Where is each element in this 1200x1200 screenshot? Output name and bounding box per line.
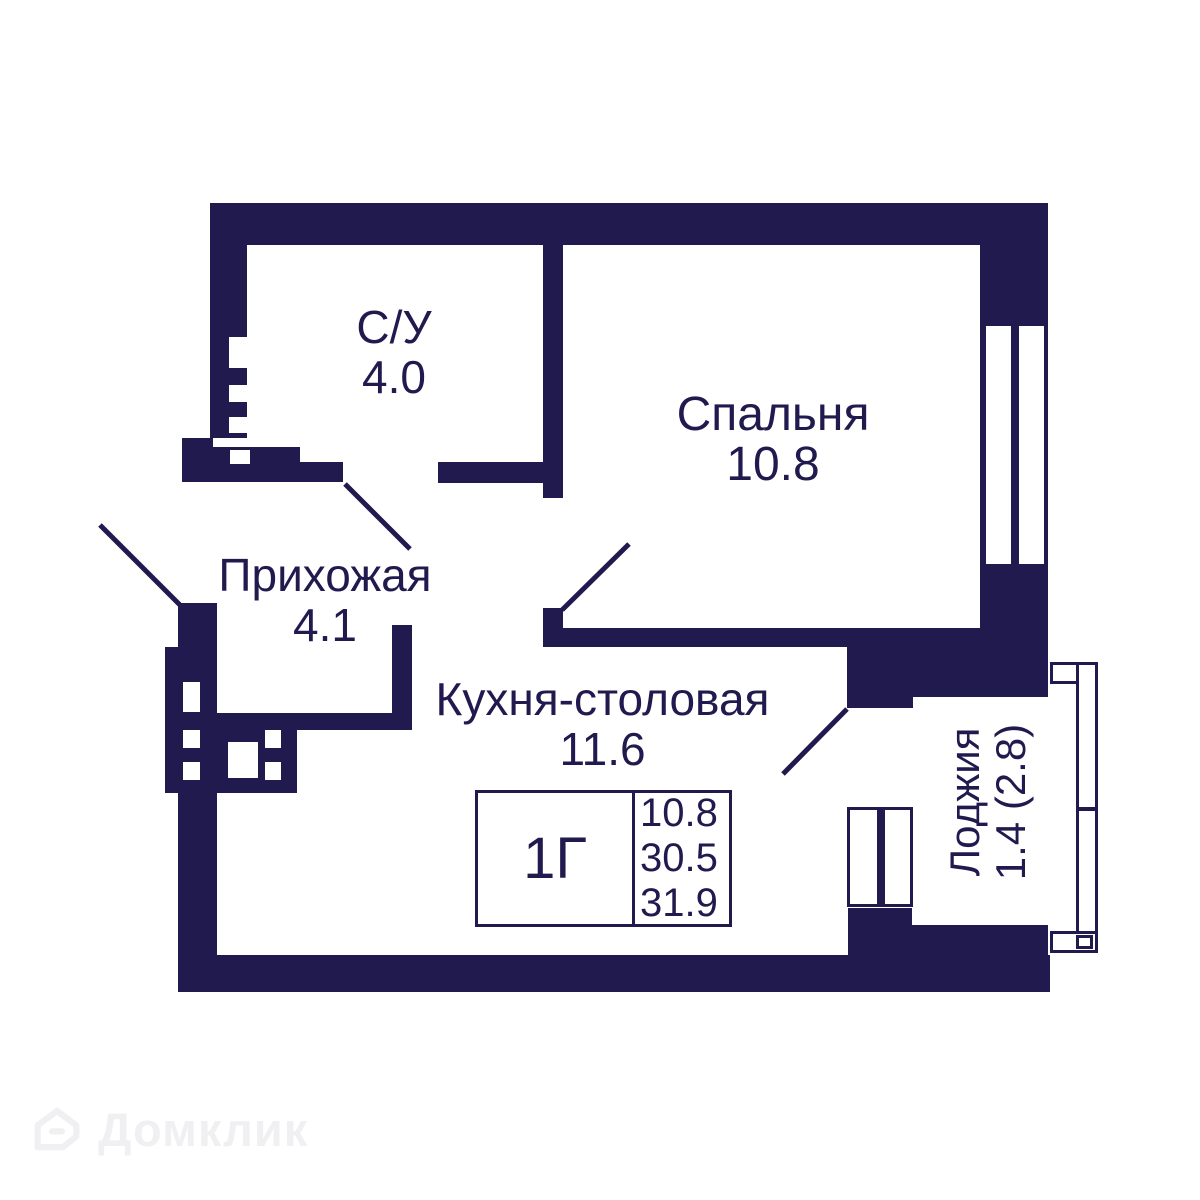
unit-area-total: 31.9 [640,881,718,925]
wall-bathroom-bottom-left-a [213,447,300,482]
bathroom-door-swing [343,482,412,551]
wall-kitchen-loggia-upper [847,697,913,708]
shaft-cutout [183,762,200,780]
watermark-brand: Домклик [98,1102,309,1156]
wall-bathroom-bedroom-divider [543,245,563,498]
loggia-railing-post [1076,935,1093,949]
window-mullion [1011,325,1019,565]
wall-bottom [178,955,1050,992]
window-mullion [877,809,885,905]
railing-divider [1078,807,1096,811]
room-area: 11.6 [559,723,646,775]
entrance-door-swing [98,523,182,607]
wall-kitchen-loggia-lower [848,908,912,957]
bedroom-window [983,323,1047,567]
shaft-cutout [230,450,250,464]
room-area: 1.4 (2.8) [987,723,1034,881]
wall-hall-horizontal [217,713,412,730]
unit-area-living: 10.8 [640,791,718,835]
shaft-cutout [265,762,281,780]
bedroom-door-swing [560,542,631,612]
room-name: С/У [356,301,432,353]
wall-bedroom-loggia-band [847,628,1048,697]
unit-area-reduced: 30.5 [640,836,718,880]
shaft-cutout [229,385,247,402]
room-label-hallway: Прихожая 4.1 [175,550,475,650]
unit-type: 1Г [523,826,587,891]
loggia-door-swing [781,707,849,776]
room-label-bedroom: Спальня 10.8 [620,390,926,490]
wall-top [210,203,1048,245]
room-label-loggia: Лоджия 1.4 (2.8) [940,682,1036,922]
wall-bottom-under-loggia [912,925,1048,957]
wall-left-lower [178,603,217,992]
watermark: Домклик [28,1100,308,1158]
room-area: 4.0 [362,351,426,403]
room-name: Спальня [676,388,870,441]
wall-left-bump [165,647,178,793]
unit-stamp: 1Г 10.8 30.5 31.9 [475,790,732,927]
room-area: 4.1 [293,599,357,651]
room-area: 10.8 [726,438,820,491]
shaft-cutout [229,337,247,368]
room-name: Прихожая [218,549,432,601]
room-label-kitchen: Кухня-столовая 11.6 [400,674,805,774]
wall-bedroom-kitchen [563,628,847,647]
shaft-cutout [229,417,247,433]
wall-left-block [182,438,213,482]
shaft-cutout [183,682,200,712]
kitchen-loggia-window [847,807,913,907]
wall-hall-vertical [392,625,412,730]
room-label-bathroom: С/У 4.0 [294,302,494,402]
house-icon [34,1107,80,1151]
room-name: Лоджия [941,727,988,877]
unit-areas: 10.8 30.5 31.9 [632,791,729,925]
wall-bathroom-bottom-left-b [300,462,343,482]
wall-bedroom-door-jamb [543,608,563,647]
wall-bathroom-bottom-right [438,462,543,483]
loggia-railing-right [1076,662,1098,953]
room-name: Кухня-столовая [435,673,770,725]
shaft-cutout [228,742,258,778]
shaft-cutout [265,730,281,748]
shaft-cutout [183,730,200,748]
